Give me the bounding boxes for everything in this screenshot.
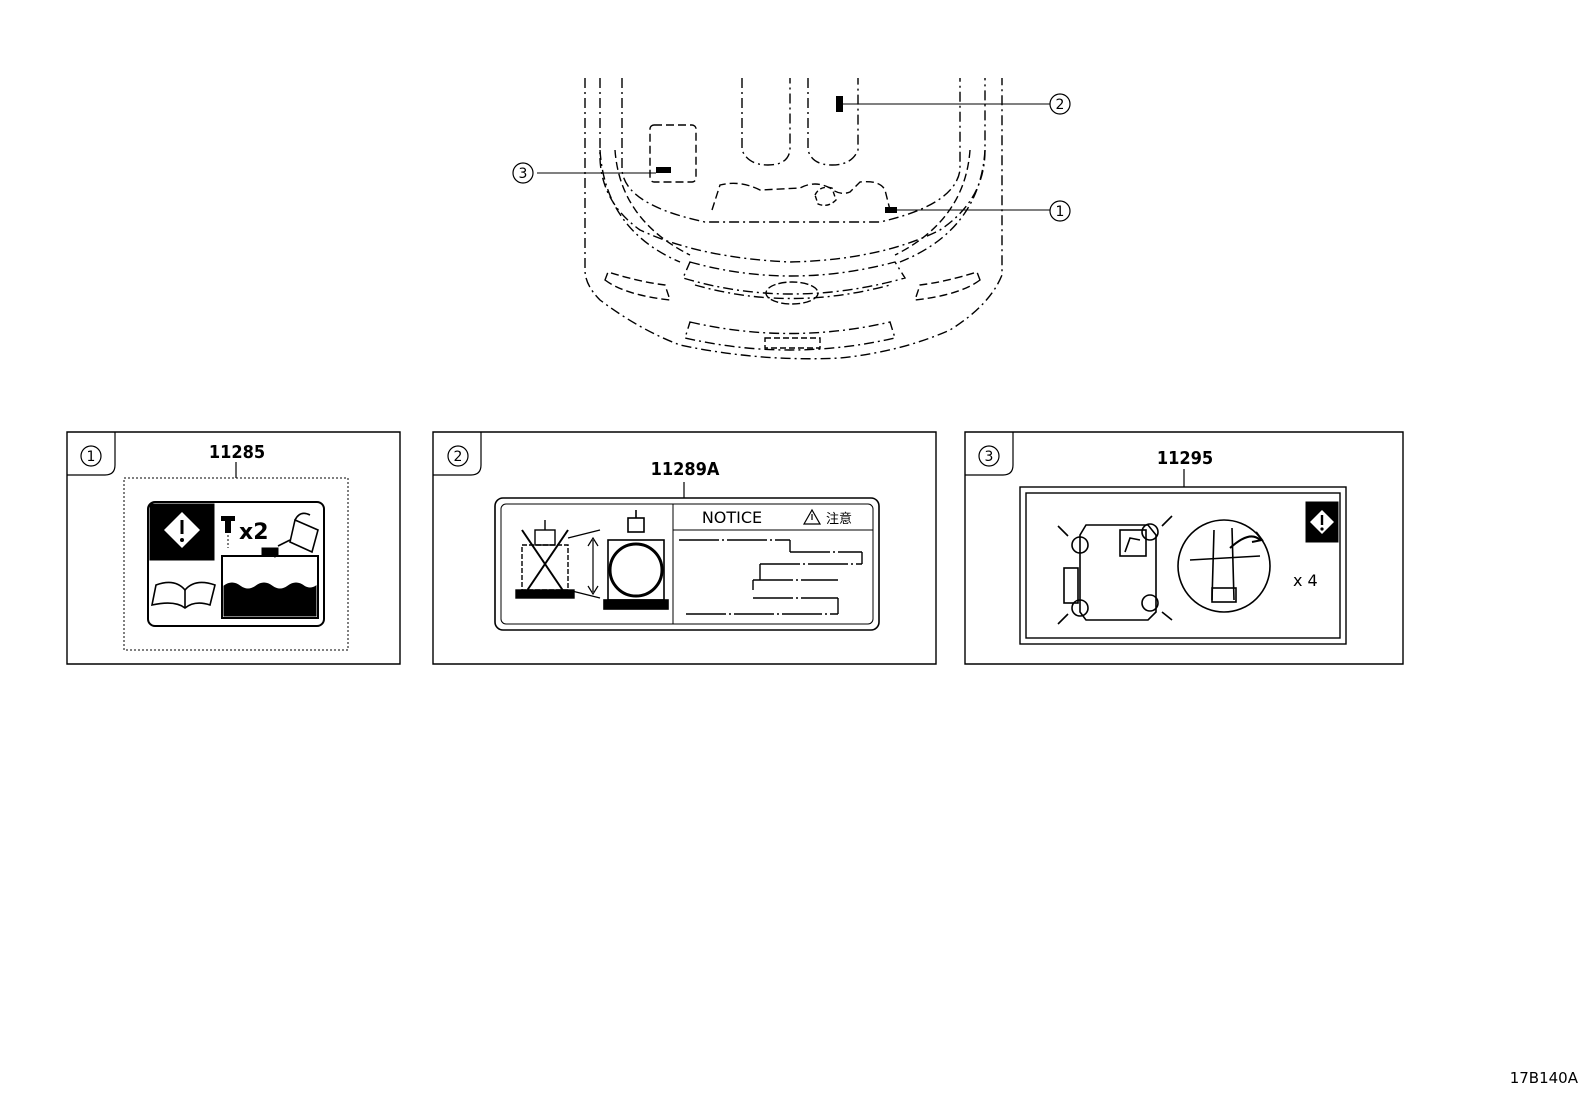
notice-japanese: 注意 bbox=[826, 511, 852, 527]
panel-3-part-number: 11295 bbox=[1157, 448, 1213, 469]
callout-2 bbox=[1049, 93, 1071, 115]
manual-book-icon bbox=[150, 581, 216, 610]
height-arrow-icon bbox=[567, 529, 601, 599]
callout-leaders bbox=[537, 103, 1050, 211]
notice-heading: NOTICE bbox=[702, 508, 762, 527]
callout-1-number: 1 bbox=[1056, 204, 1065, 220]
panel-1-number: 1 bbox=[87, 449, 96, 465]
cover-clips-diagram bbox=[1057, 515, 1173, 625]
panel-3-number: 3 bbox=[985, 449, 994, 465]
panel-2-number: 2 bbox=[454, 449, 463, 465]
panel-3-multiplier: x 4 bbox=[1293, 571, 1318, 590]
callout-3-number: 3 bbox=[519, 166, 528, 182]
reservoir-icon bbox=[221, 547, 319, 619]
crossed-boot-icon bbox=[515, 520, 575, 599]
panel-1-badge: x2 bbox=[239, 520, 269, 545]
boot-icon bbox=[603, 510, 669, 610]
panel-3 bbox=[964, 431, 1404, 665]
screw-icon bbox=[221, 516, 235, 548]
panel-1 bbox=[66, 431, 401, 665]
coolant-pour-icon bbox=[272, 512, 319, 559]
clip-installation-label bbox=[1019, 486, 1347, 645]
callout-3 bbox=[512, 162, 534, 184]
car-front-outline bbox=[584, 78, 1003, 360]
figure-code: 17B140A bbox=[1509, 1069, 1578, 1087]
callout-1 bbox=[1049, 200, 1071, 222]
panel-2 bbox=[432, 431, 937, 665]
callout-2-number: 2 bbox=[1056, 97, 1065, 113]
panel-2-part-number: 11289A bbox=[651, 459, 720, 480]
panel-1-part-number: 11285 bbox=[209, 442, 265, 463]
notice-label bbox=[494, 497, 880, 631]
caution-triangle-icon bbox=[802, 508, 822, 525]
notice-text-lines bbox=[679, 539, 863, 615]
clip-detail-icon bbox=[1177, 519, 1271, 613]
coolant-warning-label bbox=[147, 501, 325, 627]
